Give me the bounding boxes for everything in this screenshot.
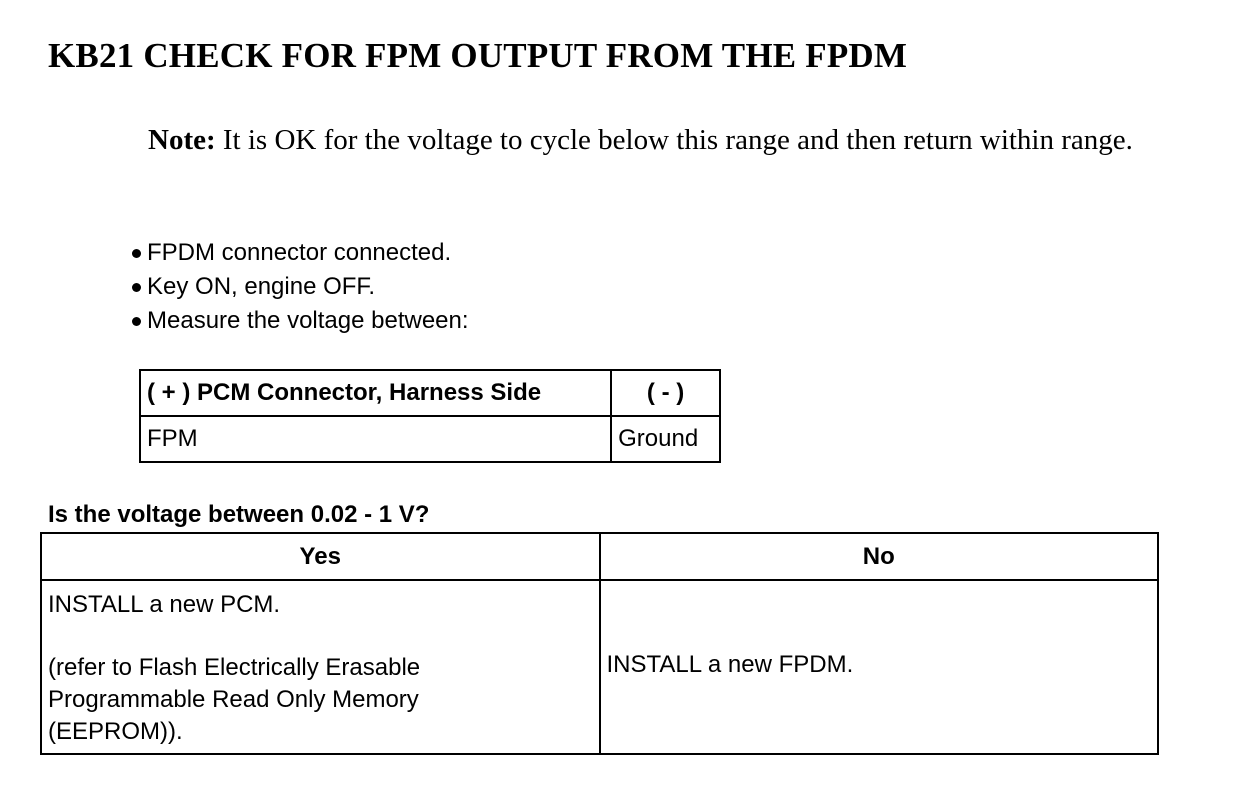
note-text: It is OK for the voltage to cycle below …	[215, 124, 1133, 156]
bullet-dot-icon	[132, 282, 141, 292]
table-header-row: Yes No	[40, 532, 1159, 581]
cell-negative: Ground	[610, 415, 721, 463]
list-item: Key ON, engine OFF.	[130, 270, 469, 304]
list-item-text: FPDM connector connected.	[147, 239, 452, 266]
page-title: KB21 CHECK FOR FPM OUTPUT FROM THE FPDM	[48, 36, 908, 75]
measurement-table: ( + ) PCM Connector, Harness Side ( - ) …	[138, 369, 721, 463]
list-item-text: Key ON, engine OFF.	[147, 273, 376, 300]
table-row: FPM Ground	[138, 415, 721, 463]
cell-positive: FPM	[138, 415, 613, 463]
no-action: INSTALL a new FPDM.	[606, 651, 854, 678]
header-no: No	[598, 532, 1159, 581]
header-yes: Yes	[40, 532, 601, 581]
bullet-dot-icon	[132, 316, 141, 326]
table-row: INSTALL a new PCM. (refer to Flash Elect…	[40, 579, 1159, 755]
note-label: Note:	[148, 124, 216, 156]
table-header-row: ( + ) PCM Connector, Harness Side ( - )	[138, 369, 721, 417]
list-item-text: Measure the voltage between:	[147, 307, 469, 334]
note: Note: It is OK for the voltage to cycle …	[148, 120, 1208, 160]
procedure-steps: FPDM connector connected. Key ON, engine…	[130, 236, 469, 338]
yes-reference: (refer to Flash Electrically Erasable Pr…	[48, 654, 421, 745]
no-cell: INSTALL a new FPDM.	[598, 579, 1159, 755]
question: Is the voltage between 0.02 - 1 V?	[48, 501, 430, 528]
header-positive: ( + ) PCM Connector, Harness Side	[138, 369, 613, 417]
decision-table: Yes No INSTALL a new PCM. (refer to Flas…	[40, 532, 1159, 755]
header-negative: ( - )	[610, 369, 721, 417]
yes-action: INSTALL a new PCM.	[48, 591, 281, 618]
list-item: Measure the voltage between:	[130, 304, 469, 338]
list-item: FPDM connector connected.	[130, 236, 469, 270]
yes-cell: INSTALL a new PCM. (refer to Flash Elect…	[40, 579, 601, 755]
bullet-dot-icon	[132, 248, 141, 258]
